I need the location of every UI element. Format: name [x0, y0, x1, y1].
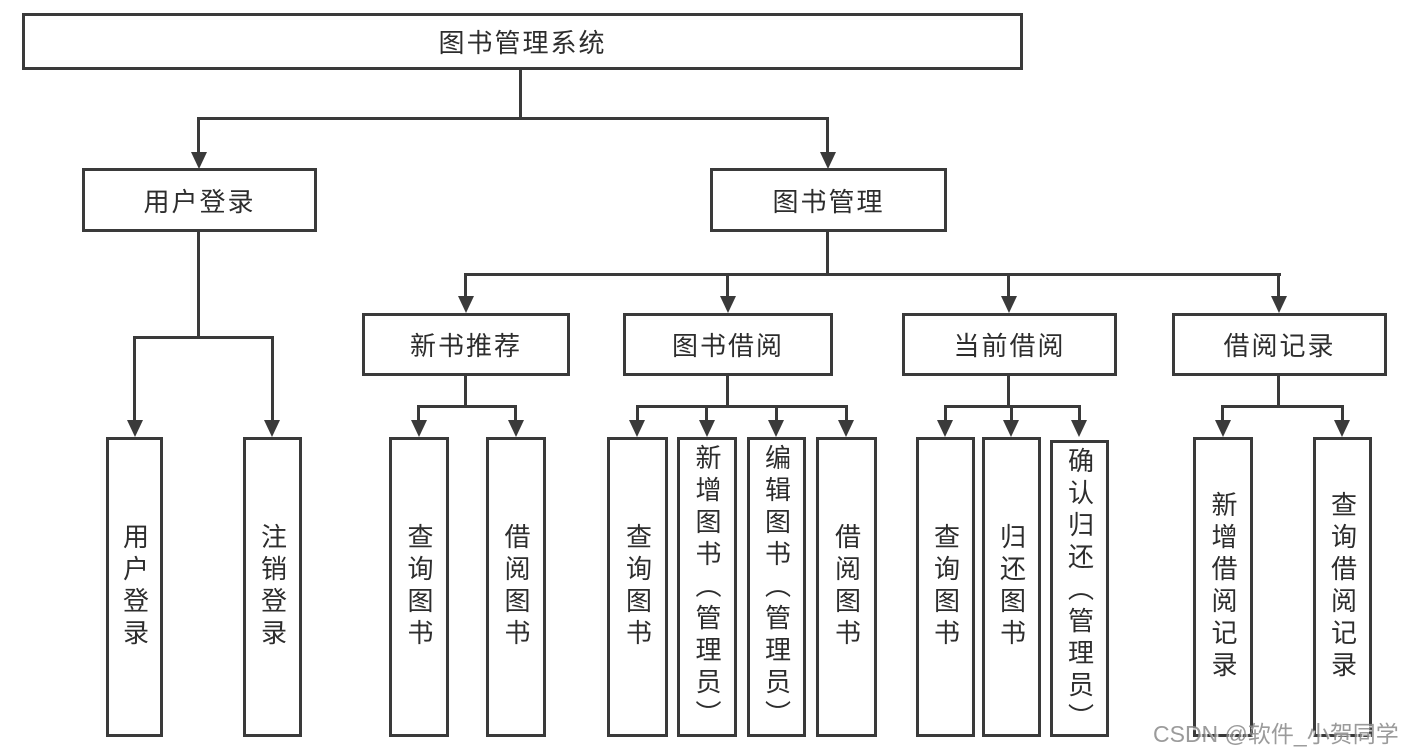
connector-drop-new-book	[464, 275, 467, 299]
leaf-add-books-admin: 新增图书（管理员）	[677, 437, 737, 737]
leaf-label: 查询图书	[930, 523, 961, 651]
leaf-logout: 注销登录	[243, 437, 302, 737]
node-new-book-recommend-label: 新书推荐	[409, 331, 522, 361]
arrow-down-icon	[1003, 420, 1019, 437]
leaf-user-login: 用户登录	[106, 437, 163, 737]
arrow-down-icon	[629, 420, 645, 437]
node-user-login-label: 用户登录	[143, 186, 256, 217]
connector-borrow-record-bus	[1221, 405, 1344, 408]
node-book-management-label: 图书管理	[772, 186, 885, 217]
leaf-query-borrow-record: 查询借阅记录	[1313, 437, 1372, 737]
leaf-query-books-newbook: 查询图书	[389, 437, 449, 737]
connector-root-trunk	[519, 69, 522, 120]
node-book-borrowing-label: 图书借阅	[671, 331, 784, 361]
connector-user-login-trunk	[197, 232, 200, 339]
node-borrowing-records-label: 借阅记录	[1223, 331, 1336, 361]
connector-drop-c1	[636, 408, 639, 423]
arrow-down-icon	[191, 152, 207, 169]
connector-drop-user-login	[197, 119, 200, 155]
connector-book-borrow-trunk	[726, 376, 729, 408]
leaf-borrow-books-newbook: 借阅图书	[486, 437, 546, 737]
connector-current-borrow-bus	[944, 405, 1081, 408]
leaf-label: 用户登录	[119, 523, 150, 651]
connector-drop-book-borrow	[726, 275, 729, 299]
arrow-down-icon	[127, 420, 143, 437]
leaf-confirm-return-admin: 确认归还（管理员）	[1050, 440, 1109, 737]
connector-drop-borrow-record	[1277, 275, 1280, 299]
connector-drop-leaf-logout	[271, 339, 274, 423]
arrow-down-icon	[1271, 296, 1287, 313]
leaf-label: 编辑图书（管理员）	[761, 444, 792, 732]
node-root-label: 图书管理系统	[438, 28, 607, 58]
arrow-down-icon	[699, 420, 715, 437]
node-new-book-recommend: 新书推荐	[362, 313, 570, 376]
connector-drop-b2	[514, 408, 517, 423]
connector-borrow-record-trunk	[1277, 376, 1280, 408]
leaf-label: 确认归还（管理员）	[1064, 447, 1095, 735]
connector-drop-c2	[705, 408, 708, 423]
arrow-down-icon	[1071, 420, 1087, 437]
connector-user-login-bus	[133, 336, 274, 339]
leaf-label: 查询图书	[404, 523, 434, 651]
arrow-down-icon	[1215, 420, 1231, 437]
connector-drop-c3	[775, 408, 778, 423]
arrow-down-icon	[720, 296, 736, 313]
leaf-return-books: 归还图书	[982, 437, 1041, 737]
connector-level3-bus	[464, 273, 1281, 276]
connector-book-borrow-bus	[636, 405, 848, 408]
leaf-label: 归还图书	[996, 523, 1027, 651]
leaf-label: 新增图书（管理员）	[692, 444, 722, 732]
leaf-label: 借阅图书	[501, 523, 531, 651]
leaf-label: 注销登录	[257, 523, 288, 651]
leaf-label: 查询借阅记录	[1327, 491, 1358, 683]
connector-new-book-trunk	[464, 376, 467, 408]
leaf-label: 借阅图书	[831, 523, 862, 651]
connector-drop-c4	[845, 408, 848, 423]
arrow-down-icon	[838, 420, 854, 437]
connector-drop-d1	[944, 408, 947, 423]
arrow-down-icon	[937, 420, 953, 437]
leaf-add-borrow-record: 新增借阅记录	[1193, 437, 1253, 737]
connector-drop-book-mgmt	[826, 119, 829, 155]
node-current-borrowing: 当前借阅	[902, 313, 1117, 376]
arrow-down-icon	[458, 296, 474, 313]
connector-book-mgmt-trunk	[826, 232, 829, 276]
arrow-down-icon	[1334, 420, 1350, 437]
arrow-down-icon	[820, 152, 836, 169]
node-borrowing-records: 借阅记录	[1172, 313, 1387, 376]
connector-drop-leaf-login	[133, 339, 136, 423]
node-user-login: 用户登录	[82, 168, 317, 232]
connector-current-borrow-trunk	[1007, 376, 1010, 408]
node-book-management: 图书管理	[710, 168, 947, 232]
csdn-watermark: CSDN @软件_小贺同学	[1153, 721, 1399, 747]
arrow-down-icon	[508, 420, 524, 437]
connector-drop-d3	[1078, 408, 1081, 423]
connector-drop-b1	[417, 408, 420, 423]
connector-new-book-bus	[417, 405, 517, 408]
connector-level2-bus	[197, 117, 829, 120]
connector-drop-e1	[1221, 408, 1224, 423]
leaf-borrow-books: 借阅图书	[816, 437, 877, 737]
leaf-label: 查询图书	[622, 523, 653, 651]
arrow-down-icon	[411, 420, 427, 437]
connector-drop-current-borrow	[1007, 275, 1010, 299]
arrow-down-icon	[264, 420, 280, 437]
node-root-library-system: 图书管理系统	[22, 13, 1023, 70]
connector-drop-e2	[1341, 408, 1344, 423]
node-current-borrowing-label: 当前借阅	[953, 331, 1066, 361]
arrow-down-icon	[1001, 296, 1017, 313]
leaf-query-books-borrow: 查询图书	[607, 437, 668, 737]
arrow-down-icon	[768, 420, 784, 437]
connector-drop-d2	[1010, 408, 1013, 423]
node-book-borrowing: 图书借阅	[623, 313, 833, 376]
leaf-query-books-current: 查询图书	[916, 437, 975, 737]
leaf-edit-books-admin: 编辑图书（管理员）	[747, 437, 806, 737]
leaf-label: 新增借阅记录	[1208, 491, 1238, 683]
